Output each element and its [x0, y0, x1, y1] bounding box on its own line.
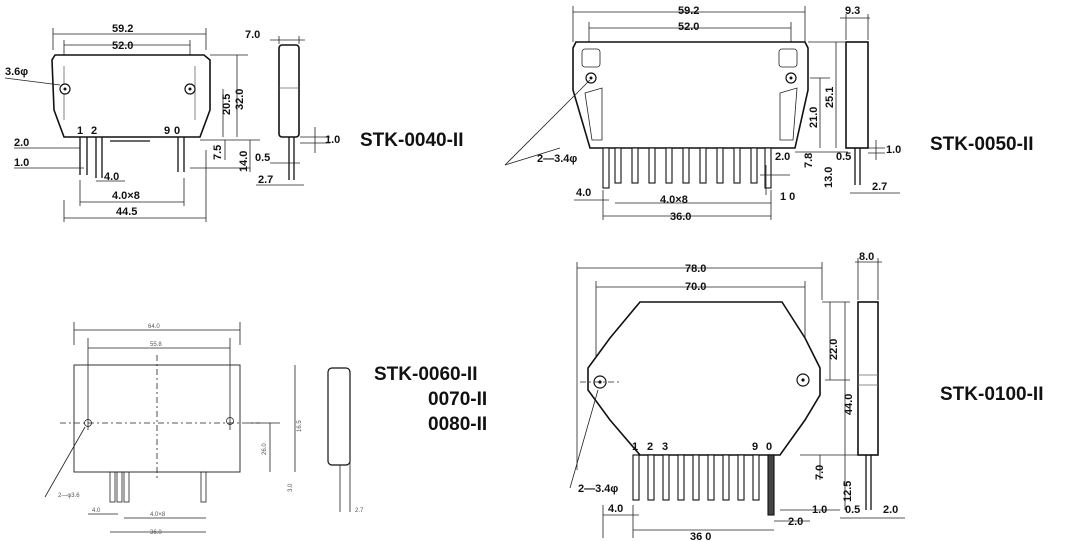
dim-hole-diameter: 2—3.4φ	[537, 153, 577, 165]
dim-hole-diameter: 2—3.4φ	[578, 483, 618, 495]
pin-label-1: 1	[77, 125, 83, 137]
dim-overall-width: 78.0	[685, 263, 706, 275]
pin-label-3: 3	[662, 441, 668, 453]
pin-label-0: 0	[766, 441, 772, 453]
dim-overall-width: 59.2	[112, 23, 133, 35]
dim-lead-tip: 1 0	[780, 191, 795, 203]
dim-body-height: 44.0	[843, 394, 855, 415]
dim-side-lead-offset: 1.0	[325, 134, 340, 146]
dim-side-lead-pitch: 2.7	[355, 508, 364, 514]
side-view-body	[327, 367, 351, 466]
dim-hole-pitch: 52.0	[112, 40, 133, 52]
pin-label-0: 0	[174, 125, 180, 137]
pin-label-9: 9	[164, 125, 170, 137]
mounting-hole-left	[84, 419, 92, 427]
dim-hole-height: 20.5	[221, 94, 233, 115]
dim-hole-height: 22.0	[828, 339, 840, 360]
package-stk-0060: 64.0 55.8 2—φ3.6 4.0 4.0×8 36.0 16.5 26.…	[44, 322, 487, 536]
dim-side-lead-thick: 0.5	[255, 152, 270, 164]
dim-base-width: 36 0	[690, 531, 711, 541]
pin-label-2: 2	[647, 441, 653, 453]
dim-pin-spacing: 4.0	[104, 171, 119, 183]
dim-hole-pitch: 70.0	[685, 281, 706, 293]
dim-overall-width: 64.0	[148, 324, 160, 330]
pin-label-9: 9	[752, 441, 758, 453]
dim-pin-spacing: 4.0	[576, 187, 591, 199]
dim-pin-span: 4.0×8	[150, 512, 166, 518]
dim-side-lead-pitch: 2.0	[883, 504, 898, 516]
dim-base-width: 44.5	[116, 206, 137, 218]
dim-side-lead-thick: 0.5	[845, 504, 860, 516]
dim-hole-pitch: 52.0	[678, 21, 699, 33]
dim-lead-step: 7.8	[803, 153, 815, 168]
dim-pin-spacing: 4.0	[92, 508, 101, 514]
model-label-stk-0060: STK-0060-II	[374, 364, 477, 385]
pin-label-2: 2	[91, 125, 97, 137]
dim-body-height: 25.1	[824, 87, 836, 108]
dim-overall-width: 59.2	[678, 5, 699, 17]
dim-lead-length: 12.5	[842, 481, 854, 502]
side-view-body	[278, 44, 300, 138]
dim-pin-step: 2.0	[788, 516, 803, 528]
model-label-stk-0050: STK-0050-II	[930, 134, 1033, 155]
dim-side-lead-pitch: 2.7	[872, 181, 887, 193]
dim-body-height: 32.0	[234, 89, 246, 110]
model-label-0080: 0080-II	[428, 414, 487, 435]
dim-lead-step: 7.5	[212, 145, 224, 160]
dim-pin-span: 4.0×8	[660, 194, 688, 206]
dim-body-height: 16.5	[297, 420, 303, 432]
package-stk-0100: 78.0 70.0 2—3.4φ 1 2 3 9 0 4.0	[569, 251, 1043, 541]
dim-pin-spacing: 4.0	[608, 503, 623, 515]
dim-hole-diameter: 3.6φ	[5, 66, 28, 78]
dim-lead-step: 7.0	[814, 465, 826, 480]
mounting-hole-right	[226, 417, 234, 425]
dim-hole-height: 26.0	[262, 443, 268, 455]
package-body	[572, 41, 809, 149]
dim-pin-width: 1.0	[14, 157, 29, 169]
dim-side-lead-offset: 1.0	[886, 144, 901, 156]
dim-pin-span: 4.0×8	[112, 190, 140, 202]
side-view-body	[857, 301, 879, 456]
dim-side-thickness: 8.0	[859, 251, 874, 263]
package-body	[587, 301, 821, 456]
dim-lead-step: 3.0	[288, 483, 294, 492]
model-label-0070: 0070-II	[428, 389, 487, 410]
pin-label-1: 1	[632, 441, 638, 453]
dim-hole-diameter: 2—φ3.6	[58, 493, 80, 499]
package-stk-0040: 59.2 52.0 3.6φ 1 2 9 0 2.0 1.0 4.0 4.0×8	[4, 23, 463, 222]
dim-lead-length: 14.0	[238, 151, 250, 172]
dim-lead-length: 13.0	[823, 167, 835, 188]
dim-side-thickness: 9.3	[845, 5, 860, 17]
side-view-body	[845, 41, 869, 149]
dim-lead-offset: 2.0	[775, 151, 790, 163]
dim-hole-pitch: 55.8	[150, 342, 162, 348]
dim-side-thickness: 7.0	[245, 29, 260, 41]
model-label-stk-0040: STK-0040-II	[360, 130, 463, 151]
dim-side-lead-pitch: 2.7	[258, 174, 273, 186]
dim-base-width: 36.0	[150, 530, 162, 536]
dim-base-width: 36.0	[670, 211, 691, 223]
pin-row	[632, 454, 775, 516]
dim-pin-offset: 2.0	[14, 137, 29, 149]
pin-row	[602, 147, 772, 189]
dim-side-lead-thick: 0.5	[836, 151, 851, 163]
model-label-stk-0100: STK-0100-II	[940, 384, 1043, 405]
package-body	[51, 54, 211, 138]
dim-hole-height: 21.0	[808, 107, 820, 128]
dim-pin-width: 1.0	[812, 504, 827, 516]
package-stk-0050: 59.2 52.0 2—3.4φ 4.0	[504, 5, 1033, 223]
